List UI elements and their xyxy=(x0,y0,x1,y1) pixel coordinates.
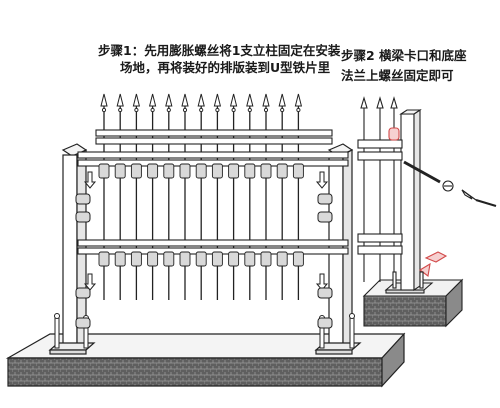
spear-top xyxy=(278,93,286,107)
rail-bracket xyxy=(98,251,110,267)
rail xyxy=(77,239,349,247)
rail-bracket xyxy=(114,251,126,267)
rail-bracket xyxy=(179,251,191,267)
spear-top xyxy=(213,93,222,107)
rail-bracket xyxy=(244,163,256,179)
step2-line1: 步骤2 横梁卡口和底座 xyxy=(341,48,467,63)
rail-bracket xyxy=(292,251,304,267)
down-arrow-icons xyxy=(83,171,329,291)
rail-bracket xyxy=(276,163,288,179)
rail-bracket xyxy=(147,163,159,179)
concrete-slab xyxy=(5,332,406,388)
rail xyxy=(95,129,333,137)
picket-collar xyxy=(199,107,204,113)
rail-bracket xyxy=(147,251,159,267)
rail-bracket xyxy=(114,163,126,179)
picket-collar xyxy=(247,107,252,113)
rail-bracket xyxy=(211,163,223,179)
rail-bracket xyxy=(244,251,256,267)
rail-bracket xyxy=(195,251,207,267)
picket-collar xyxy=(166,107,171,113)
rail-bracket xyxy=(163,251,175,267)
picket-collar xyxy=(134,107,139,113)
spear-top xyxy=(262,93,270,107)
step2-line2: 法兰上螺丝固定即可 xyxy=(341,68,454,83)
spear-top xyxy=(132,93,141,107)
spear-top xyxy=(246,93,254,107)
rail-bracket xyxy=(260,251,272,267)
rail-bracket xyxy=(228,251,240,267)
spear-top xyxy=(165,93,173,107)
spear-top xyxy=(181,93,189,107)
rail-bracket xyxy=(211,251,223,267)
rail-bracket xyxy=(98,163,110,179)
spear-top xyxy=(116,93,124,107)
rail xyxy=(77,151,349,159)
step1-caption: 步骤1：先用膨胀螺丝将1支立柱固定在安装 场地，再将装好的排版装到U型铁片里 xyxy=(98,42,340,76)
flange-arrow-icon xyxy=(419,251,448,277)
step1-line2: 场地，再将装好的排版装到U型铁片里 xyxy=(120,60,331,75)
rail-bracket xyxy=(276,251,288,267)
rail-bracket xyxy=(228,163,240,179)
picket-panel xyxy=(77,93,349,300)
rail-bracket xyxy=(130,251,142,267)
step2-caption: 步骤2 横梁卡口和底座 法兰上螺丝固定即可 xyxy=(341,46,467,86)
spear-top xyxy=(197,93,205,107)
rail-bracket xyxy=(195,163,207,179)
spear-top xyxy=(148,93,157,107)
spear-top xyxy=(229,93,238,107)
u-bracket-icons xyxy=(75,193,333,329)
left-post xyxy=(48,143,96,355)
screwdriver-icon xyxy=(461,189,497,208)
rail-bracket xyxy=(292,163,304,179)
detail-view xyxy=(357,96,497,328)
picket-collar xyxy=(263,107,269,113)
picket-collar xyxy=(101,107,107,113)
picket-collar xyxy=(118,107,123,113)
rail xyxy=(95,137,333,145)
rail-bracket xyxy=(163,163,175,179)
spear-top xyxy=(100,93,108,107)
picket-collar xyxy=(182,107,188,113)
spear-top xyxy=(294,93,303,107)
picket-collar xyxy=(280,107,285,113)
picket-collar xyxy=(150,107,155,113)
picket-collar xyxy=(231,107,236,113)
step1-line1: 步骤1：先用膨胀螺丝将1支立柱固定在安装 xyxy=(98,43,341,58)
rail-bracket xyxy=(260,163,272,179)
rail-bracket xyxy=(130,163,142,179)
picket-collar xyxy=(215,107,220,113)
picket-collar xyxy=(296,107,301,113)
rail-bracket xyxy=(179,163,191,179)
